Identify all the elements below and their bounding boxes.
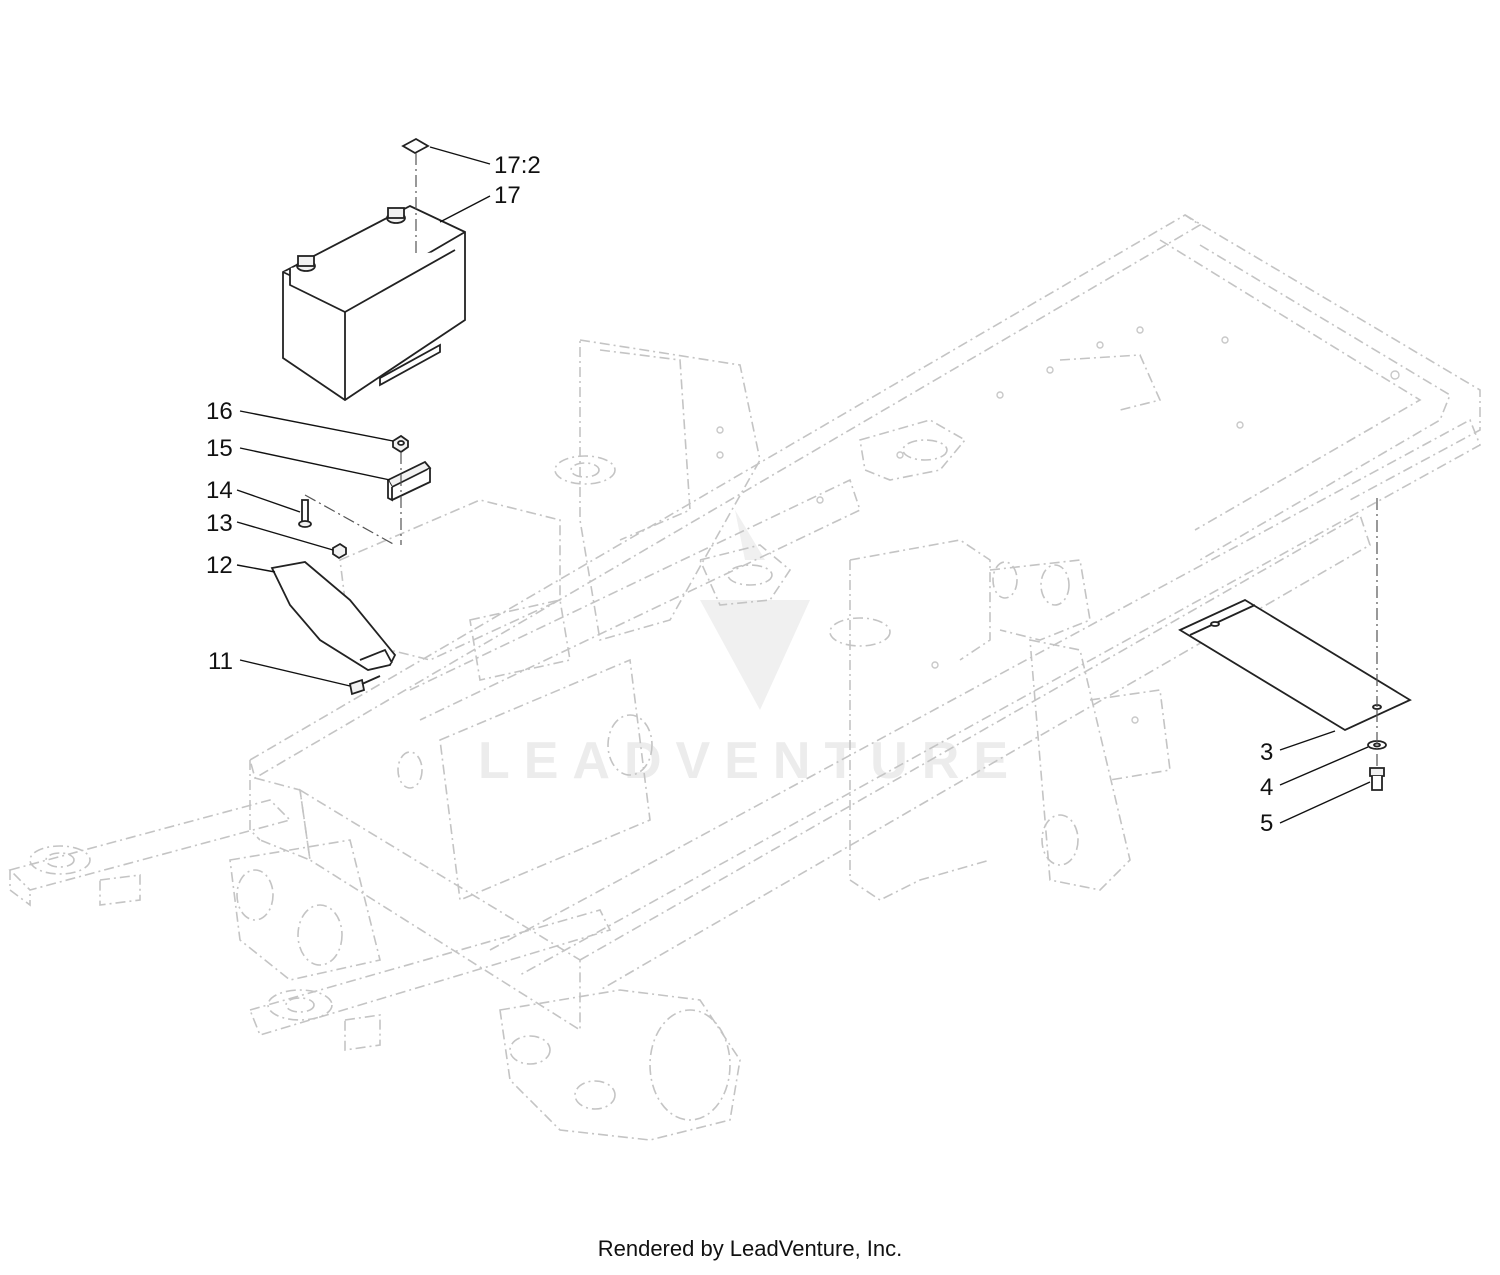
callout-3: 3 [1260, 739, 1273, 766]
watermark-logo-icon [700, 510, 810, 710]
callout-14: 14 [206, 477, 233, 504]
callout-4: 4 [1260, 774, 1273, 801]
nut-part-16 [392, 434, 409, 454]
watermark: LEADVENTURE [478, 510, 1022, 790]
leader-lines [236, 146, 1371, 824]
cover-part-12 [270, 561, 397, 671]
callout-12: 12 [206, 552, 233, 579]
screw-part-11 [348, 675, 381, 696]
plate-part-3 [1178, 598, 1412, 732]
bolt-part-14 [298, 499, 312, 528]
callout-17: 17 [494, 182, 521, 209]
callout-13: 13 [206, 510, 233, 537]
callout-15: 15 [206, 435, 233, 462]
frame-assembly [8, 214, 1482, 1141]
decal-part-17-2 [401, 137, 430, 155]
callout-16: 16 [206, 398, 233, 425]
centerline-bolt [304, 494, 396, 546]
watermark-text: LEADVENTURE [478, 732, 1022, 790]
screw-part-5 [1369, 767, 1385, 791]
nut-part-13 [332, 542, 347, 560]
callout-5: 5 [1260, 810, 1273, 837]
render-credit: Rendered by LeadVenture, Inc. [597, 1236, 903, 1261]
callout-11: 11 [208, 648, 233, 675]
bracket-part-15 [386, 460, 432, 502]
callouts: 17:2 17 16 15 14 13 12 11 3 4 5 [206, 152, 1273, 837]
frame-holes [716, 326, 1400, 724]
battery-part-17 [282, 204, 466, 402]
callout-17-2: 17:2 [494, 152, 541, 179]
